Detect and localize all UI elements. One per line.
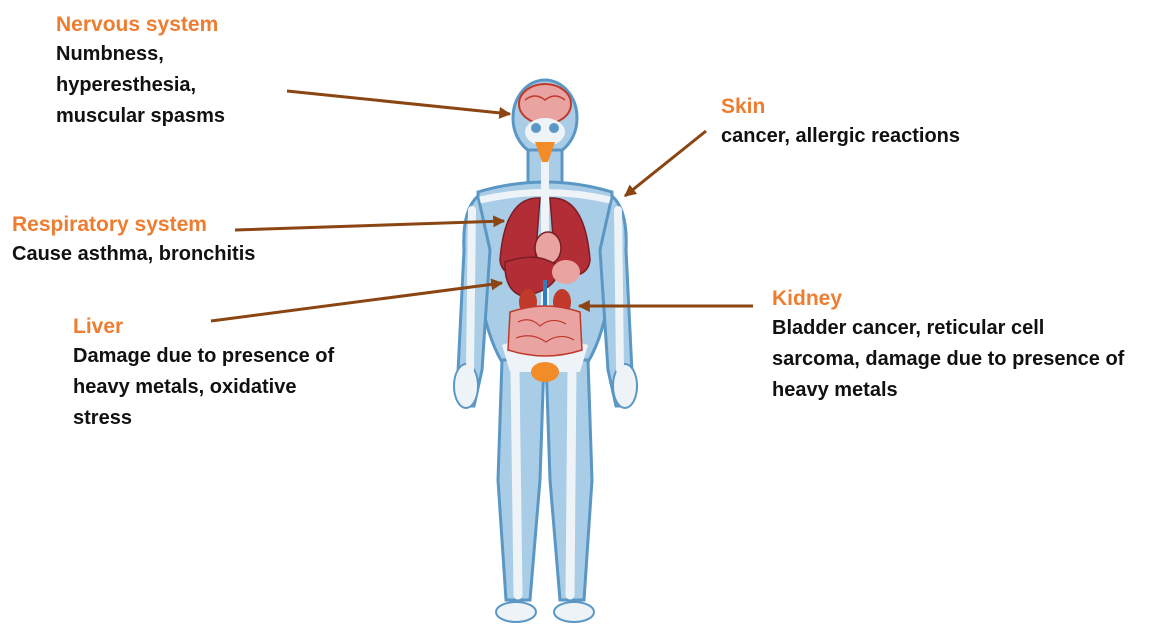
kidney-line-3: heavy metals (772, 375, 1124, 406)
liver-title: Liver (73, 313, 334, 341)
label-respiratory-system: Respiratory system Cause asthma, bronchi… (12, 211, 255, 270)
respiratory-system-title: Respiratory system (12, 211, 255, 239)
kidney-line-2: sarcoma, damage due to presence of (772, 344, 1124, 375)
nervous-system-title: Nervous system (56, 11, 225, 39)
arrow-skin (625, 131, 706, 196)
nervous-system-line-1: Numbness, (56, 39, 225, 70)
skin-line-1: cancer, allergic reactions (721, 121, 960, 152)
kidney-line-1: Bladder cancer, reticular cell (772, 313, 1124, 344)
nervous-system-line-2: hyperesthesia, (56, 70, 225, 101)
label-nervous-system: Nervous system Numbness, hyperesthesia, … (56, 11, 225, 132)
nervous-system-line-3: muscular spasms (56, 101, 225, 132)
skin-title: Skin (721, 93, 960, 121)
liver-line-1: Damage due to presence of (73, 341, 334, 372)
label-liver: Liver Damage due to presence of heavy me… (73, 313, 334, 434)
label-skin: Skin cancer, allergic reactions (721, 93, 960, 152)
liver-line-2: heavy metals, oxidative (73, 372, 334, 403)
kidney-title: Kidney (772, 285, 1124, 313)
respiratory-system-line-1: Cause asthma, bronchitis (12, 239, 255, 270)
arrow-nervous (287, 91, 510, 114)
liver-line-3: stress (73, 403, 334, 434)
label-kidney: Kidney Bladder cancer, reticular cell sa… (772, 285, 1124, 406)
